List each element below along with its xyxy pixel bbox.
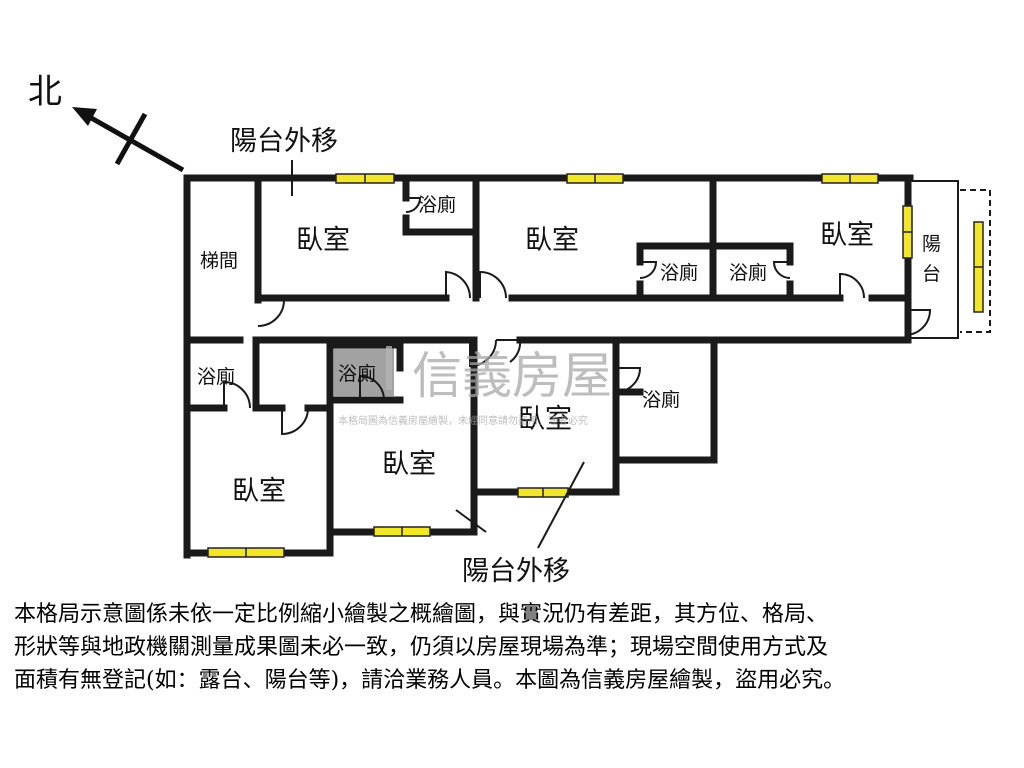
room-label-bath-5: 浴廁: [338, 362, 376, 385]
room-label-stairwell: 梯間: [200, 250, 238, 272]
room-label-bath-2: 浴廁: [660, 261, 698, 284]
room-label-bath-4: 浴廁: [197, 365, 235, 388]
room-label-bedroom-5: 臥室: [382, 449, 436, 480]
room-label-bath-3: 浴廁: [729, 261, 767, 284]
room-label-balcony-top: 陽: [922, 233, 941, 255]
room-label-bath-6: 浴廁: [642, 388, 680, 411]
disclaimer-line-1: 本格局示意圖係未依一定比例縮小繪製之概繪圖，與實況仍有差距，其方位、格局、: [14, 602, 829, 627]
windows: [207, 173, 984, 558]
annotation-balcony-moved-bottom: 陽台外移: [462, 556, 570, 587]
room-label-bedroom-1: 臥室: [296, 225, 350, 256]
room-label-bedroom-3: 臥室: [820, 220, 874, 251]
watermark-logo-icon: [386, 346, 392, 390]
balcony-outline: [910, 180, 991, 339]
floor-plan: 北: [28, 72, 991, 587]
north-arrow-icon: [72, 107, 185, 173]
watermark-brand: 信義房屋: [412, 347, 612, 405]
walls: [183, 174, 914, 559]
logo-shade: [334, 348, 394, 396]
watermark: 信義房屋 本格局圖為信義房屋繪製，未經同意請勿盜用，違者必究: [338, 346, 612, 427]
leader-bottom-left: [455, 509, 487, 533]
room-label-bath-1: 浴廁: [418, 193, 456, 216]
disclaimer-line-2: 形狀等與地政機關測量成果圖未必一致，仍須以房屋現場為準；現場空間使用方式及: [14, 635, 829, 660]
leader-bottom-right: [537, 461, 585, 549]
room-label-balcony-bottom: 台: [922, 263, 941, 285]
disclaimer-line-3: 面積有無登記(如：露台、陽台等)，請洽業務人員。本圖為信義房屋繪製，盜用必究。: [14, 668, 846, 693]
disclaimer: 本格局示意圖係未依一定比例縮小繪製之概繪圖，與實況仍有差距，其方位、格局、 形狀…: [14, 598, 1014, 697]
doors: [223, 197, 932, 436]
room-label-bedroom-4: 臥室: [518, 404, 572, 435]
compass-label: 北: [28, 72, 62, 112]
room-label-bedroom-6: 臥室: [232, 476, 286, 507]
watermark-caption: 本格局圖為信義房屋繪製，未經同意請勿盜用，違者必究: [338, 414, 588, 427]
room-label-bedroom-2: 臥室: [525, 225, 579, 256]
annotation-balcony-moved-top: 陽台外移: [230, 126, 338, 157]
